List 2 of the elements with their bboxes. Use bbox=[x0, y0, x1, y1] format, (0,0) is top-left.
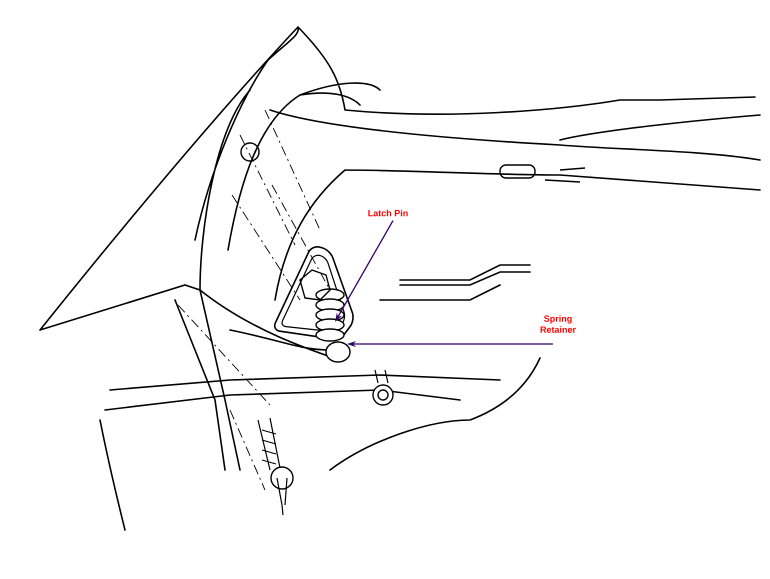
part-label: Latch Pin bbox=[368, 210, 408, 216]
part-label: Spring Retainer bbox=[540, 315, 576, 333]
